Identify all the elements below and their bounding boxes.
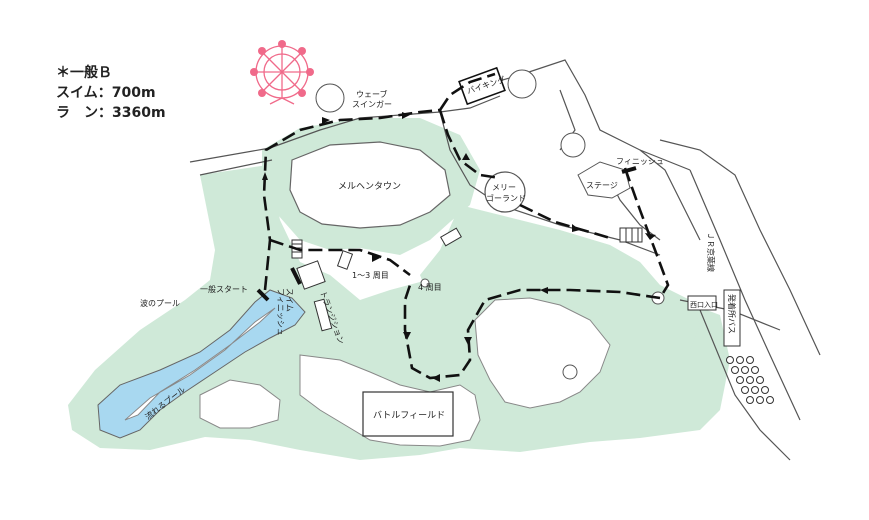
- route-arrow-icon: [262, 112, 656, 382]
- laps-1-3-label: 1～3 周目: [352, 271, 389, 280]
- merry-go-round-label-1: メリー: [492, 183, 516, 192]
- wave-pool-label: 波のプール: [140, 298, 180, 308]
- plaza-circle: [560, 132, 586, 158]
- marchen-town-area: [289, 141, 451, 229]
- bus-stop-box: [723, 289, 741, 347]
- viking-circle: [507, 69, 537, 99]
- run-route: [262, 72, 670, 380]
- lap-4-label: 4 周目: [418, 283, 442, 292]
- white-island-west: [199, 379, 281, 429]
- merry-go-round-ring: [484, 171, 526, 213]
- general-start-label: 一般スタート: [200, 284, 248, 294]
- wave-swinger-label-2: スインガー: [352, 99, 392, 109]
- legend-run-distance: ラ ン：3360m: [56, 105, 166, 121]
- ferris-wheel-icon: [250, 40, 314, 105]
- west-gate-label: 西口入口: [690, 301, 718, 309]
- small-circle-south: [562, 364, 578, 380]
- swim-finish-label-1: スイム: [285, 288, 294, 312]
- wave-swinger-label-1: ウェーブ: [356, 89, 388, 99]
- transition-box: [296, 260, 326, 290]
- stage-label: ステージ: [586, 181, 618, 190]
- finish-line: [621, 166, 637, 174]
- course-legend: ＊一般Ｂ スイム：700m ラ ン：3360m: [56, 63, 166, 123]
- legend-category: ＊一般Ｂ: [56, 65, 112, 81]
- stairs-icon: [291, 227, 643, 332]
- west-gate-box: [687, 295, 717, 311]
- jr-line-label: ＪＲ京葉線: [706, 232, 716, 272]
- viking-box: [458, 66, 506, 106]
- swim-finish-label-2: フィニッシュ: [276, 288, 285, 336]
- finish-label: フィニッシュ: [616, 157, 664, 166]
- bus-stop-label: 発着所バス: [727, 294, 737, 334]
- bus-lot-icon: [726, 356, 774, 404]
- white-island-middle: [474, 297, 611, 409]
- green-area-east: [420, 205, 700, 360]
- swim-finish-line: [290, 267, 302, 285]
- small-circle-middle: [420, 278, 430, 288]
- battle-field-label: バトルフィールド: [373, 410, 445, 421]
- marchen-town-label: メルヘンタウン: [338, 181, 401, 192]
- merry-go-round-label-2: ゴーランド: [486, 193, 526, 203]
- legend-swim-distance: スイム：700m: [56, 85, 156, 101]
- wave-swinger-circle: [315, 83, 345, 113]
- stage-area: [577, 161, 631, 199]
- battle-field-box: [362, 391, 454, 437]
- swim-start-line: [256, 288, 270, 302]
- lazy-river-island: [124, 307, 276, 421]
